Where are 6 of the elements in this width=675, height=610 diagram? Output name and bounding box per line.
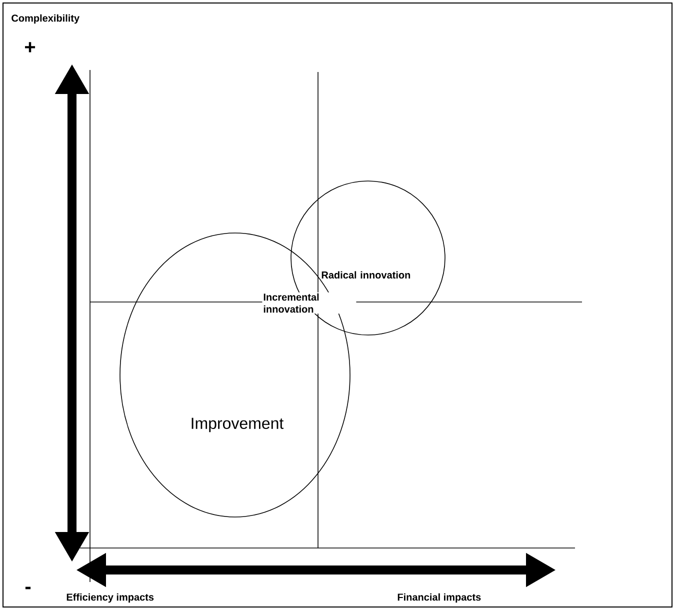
axis-label: Efficiency impacts bbox=[66, 593, 154, 603]
plus-sign: + bbox=[25, 42, 36, 52]
axis-label: Financial impacts bbox=[398, 593, 481, 603]
axis-label: Complexibility bbox=[12, 14, 80, 24]
minus-sign: - bbox=[25, 586, 31, 590]
text-label: Incremental innovation bbox=[262, 292, 356, 314]
